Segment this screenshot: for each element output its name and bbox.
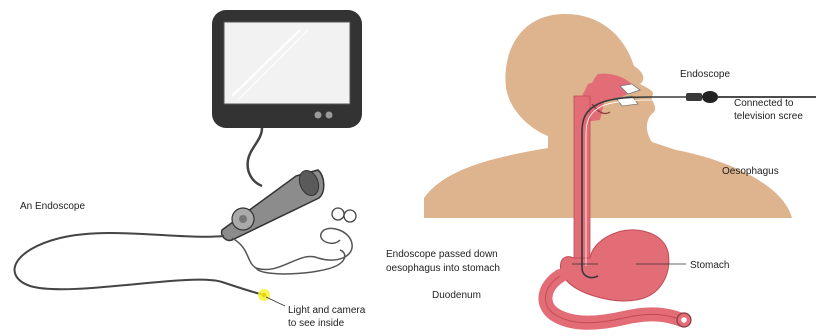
control-wheel-hub <box>239 215 247 223</box>
umbilical-cable <box>256 250 345 274</box>
scope-connector-head <box>702 91 718 103</box>
endoscope-title: An Endoscope <box>20 201 85 212</box>
connected-label: television scree <box>734 111 803 122</box>
endoscope-label: Endoscope <box>680 69 730 80</box>
umbilical-cable <box>232 228 352 269</box>
monitor-cable <box>248 128 262 186</box>
oesophagus-label: Oesophagus <box>722 166 779 177</box>
duodenum-label: Duodenum <box>432 290 481 301</box>
light-camera-label: to see inside <box>288 318 345 329</box>
scope-connector-body <box>686 93 702 101</box>
stomach-label: Stomach <box>690 260 729 271</box>
duodenum-opening <box>681 317 687 323</box>
monitor-button <box>326 112 333 119</box>
cable-connector <box>344 210 356 222</box>
light-callout-line <box>266 297 285 306</box>
insertion-tube <box>15 233 264 295</box>
monitor <box>212 10 362 128</box>
monitor-button <box>315 112 322 119</box>
passed-down-label: oesophagus into stomach <box>386 263 500 274</box>
light-tip <box>262 293 266 297</box>
connected-label: Connected to <box>734 98 794 109</box>
monitor-screen <box>224 22 350 104</box>
cable-connector <box>332 208 344 220</box>
passed-down-label: Endoscope passed down <box>386 249 498 260</box>
light-camera-label: Light and camera <box>288 305 366 316</box>
endoscope-device <box>15 128 356 306</box>
